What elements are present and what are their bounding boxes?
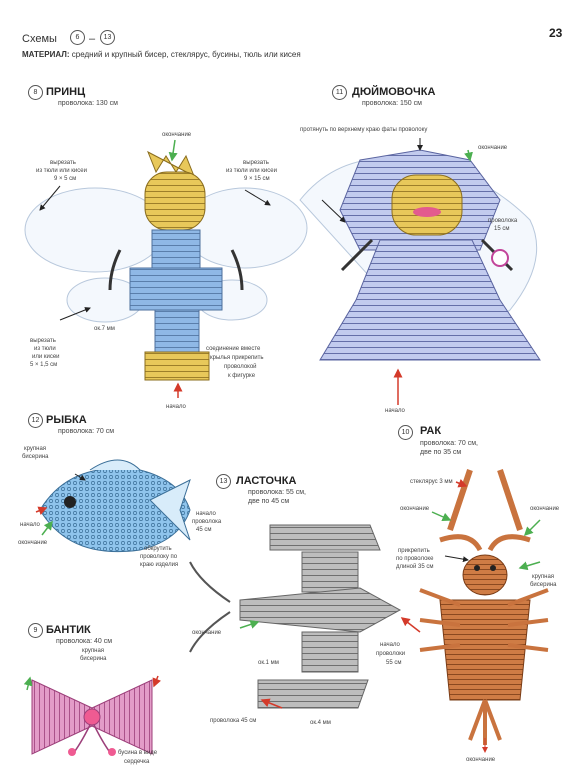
swallow-start-top-1: начало <box>196 511 216 518</box>
bow-drawing <box>27 676 158 756</box>
fish-wrap-3: краю изделия <box>140 562 178 569</box>
prince-cut-big-1: вырезать <box>50 160 76 167</box>
crayfish-end-label: окончание <box>400 506 429 513</box>
swallow-start-right-3: 55 см <box>386 660 401 667</box>
crayfish-attach-1: прикрепить <box>398 548 430 555</box>
bow-pendant-1: бусина в виде <box>118 750 157 757</box>
swallow-size2: ок.4 мм <box>310 720 331 727</box>
crayfish-bead-2: бисерина <box>530 582 556 589</box>
prince-connect-3: проволокой <box>224 364 257 371</box>
thumb-wire-2: 15 см <box>494 226 509 233</box>
prince-connect-2: крылья прикрепить <box>210 355 264 362</box>
prince-end-label: окончание <box>162 132 191 139</box>
bow-bead-2: бисерина <box>80 656 106 663</box>
prince-start-label: начало <box>166 404 186 411</box>
swallow-start-top-2: проволока <box>192 519 221 526</box>
crayfish-bead-1: крупная <box>532 574 554 581</box>
thumb-cut-3: 9 × 15 см <box>244 176 270 183</box>
fish-drawing <box>36 460 190 552</box>
swallow-end-label: окончание <box>192 630 221 637</box>
fish-start-label: начало <box>20 522 40 529</box>
prince-connect-4: к фигурке <box>228 373 255 380</box>
crayfish-drawing <box>420 470 548 752</box>
prince-cut-small-2: из тюли <box>34 346 56 353</box>
crayfish-attach-2: по проволоке <box>396 556 433 563</box>
crayfish-end-right-label: окончание <box>530 506 559 513</box>
prince-cut-small-4: 5 × 1,5 см <box>30 362 57 369</box>
prince-cut-small-3: или кисеи <box>32 354 60 361</box>
thumb-wire-1: проволока <box>488 218 517 225</box>
prince-connect-1: соединение вместе <box>206 346 260 353</box>
swallow-wire-bottom: проволока 45 см <box>210 718 256 725</box>
crayfish-end-bottom: окончание <box>466 757 495 764</box>
fish-bead-1: крупная <box>24 446 46 453</box>
swallow-start-top-3: 45 см <box>196 527 211 534</box>
bow-pendant-2: сердечка <box>124 759 149 766</box>
thumb-start-label: начало <box>385 408 405 415</box>
fish-wrap-2: проволоку по <box>140 554 177 561</box>
thumbelina-drawing <box>300 138 540 405</box>
prince-cut-small-1: вырезать <box>30 338 56 345</box>
fish-wrap-1: обкрутить <box>144 546 172 553</box>
fish-end-label: окончание <box>18 540 47 547</box>
prince-size-label: ок.7 мм <box>94 326 115 333</box>
swallow-start-right-1: начало <box>380 642 400 649</box>
crayfish-attach-3: длиной 35 см <box>396 564 434 571</box>
swallow-size1: ок.1 мм <box>258 660 279 667</box>
fish-bead-2: бисерина <box>22 454 48 461</box>
thumb-cut-1: вырезать <box>243 160 269 167</box>
swallow-start-right-2: проволоки <box>376 651 405 658</box>
thumb-end-label: окончание <box>478 145 507 152</box>
prince-cut-big-3: 9 × 5 см <box>54 176 76 183</box>
prince-cut-big-2: из тюли или кисеи <box>36 168 87 175</box>
swallow-drawing <box>190 525 420 708</box>
thumb-cut-2: из тюли или кисеи <box>226 168 277 175</box>
crayfish-bugle-label: стеклярус 3 мм <box>410 479 453 486</box>
bow-bead-1: крупная <box>82 648 104 655</box>
thumb-pull-label: протянуть по верхнему краю фаты проволок… <box>300 127 427 134</box>
